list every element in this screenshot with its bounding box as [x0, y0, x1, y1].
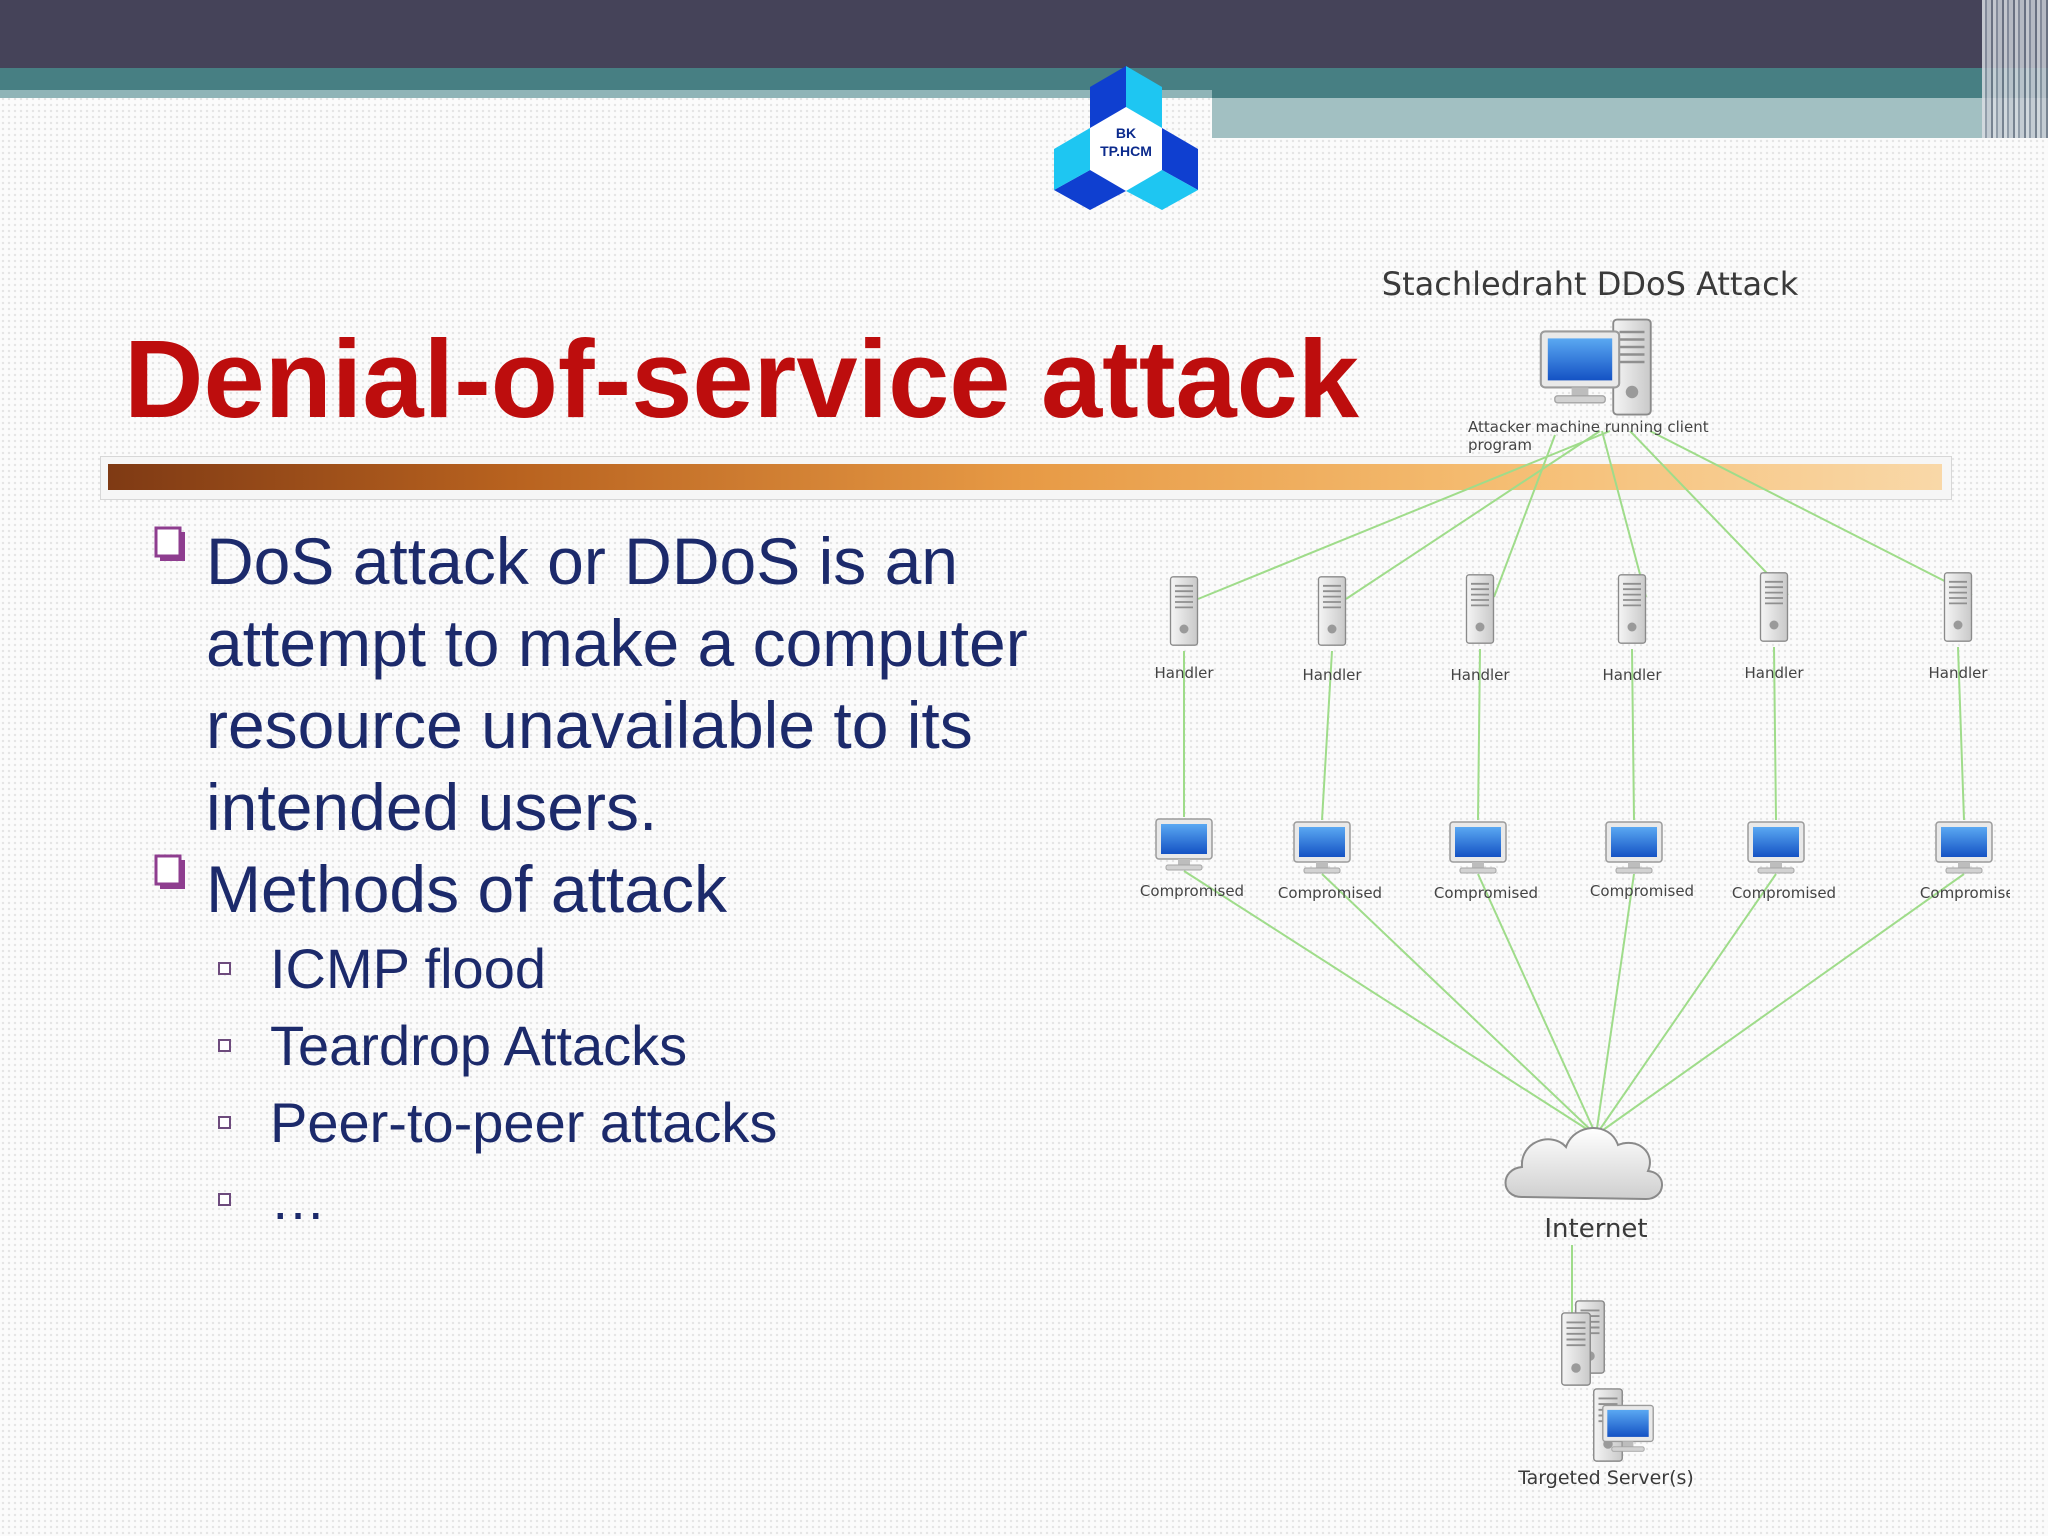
title-underline-bar — [108, 464, 1942, 490]
connection-line — [1601, 430, 1647, 598]
square-bullet-icon — [218, 1039, 231, 1052]
teal-light-strip — [0, 90, 1212, 98]
sub-bullet-text: Peer-to-peer attacks — [270, 1091, 778, 1154]
checkbox-bullet-icon — [154, 854, 185, 889]
connection-line — [1345, 430, 1601, 600]
cloud-icon — [1504, 1127, 1663, 1201]
connection-line — [1629, 430, 1789, 596]
connection-line — [1197, 430, 1611, 600]
bullet-item: DoS attack or DDoS is an attempt to make… — [150, 520, 1090, 848]
connection-line — [1631, 648, 1635, 821]
logo-text: BK TP.HCM — [1064, 124, 1188, 160]
square-bullet-icon — [218, 962, 231, 975]
corner-stripes — [1982, 0, 2048, 138]
handler-label: Handler — [1928, 664, 1988, 682]
compromised-label: Compromised — [1920, 884, 2010, 902]
sub-bullet-text: Teardrop Attacks — [270, 1014, 688, 1077]
header-accent-block — [1212, 98, 2048, 138]
compromised-label: Compromised — [1140, 882, 1244, 900]
attacker-label-line1: Attacker machine running client — [1468, 418, 1709, 436]
connection-line — [1477, 873, 1597, 1136]
connection-lines — [1183, 430, 1973, 1325]
attacker-label-line2: program — [1468, 436, 1532, 454]
handler-label: Handler — [1744, 664, 1804, 682]
compromised-computer-icon — [1605, 821, 1663, 874]
compromised-label: Compromised — [1434, 884, 1538, 902]
sub-bullet-text: … — [270, 1168, 326, 1231]
handler-server-icon — [1169, 575, 1199, 647]
connection-line — [1321, 650, 1333, 821]
handler-label: Handler — [1450, 666, 1510, 684]
compromised-computer-icon — [1747, 821, 1805, 874]
connection-line — [1321, 873, 1597, 1136]
handler-server-icon — [1317, 575, 1347, 647]
handler-label: Handler — [1302, 666, 1362, 684]
handler-label: Handler — [1602, 666, 1662, 684]
internet-label: Internet — [1544, 1214, 1647, 1244]
handler-server-icon — [1465, 573, 1495, 645]
sub-bullet-item: Teardrop Attacks — [150, 1007, 1090, 1084]
connection-line — [1649, 430, 1973, 596]
bullet-text: DoS attack or DDoS is an attempt to make… — [206, 524, 1028, 844]
compromised-label: Compromised — [1732, 884, 1836, 902]
target-label: Targeted Server(s) — [1517, 1467, 1694, 1489]
square-bullet-icon — [218, 1116, 231, 1129]
ddos-diagram: Stachledraht DDoS Attack Attacker machin… — [1140, 265, 2010, 1489]
logo-text-line2: TP.HCM — [1100, 143, 1152, 159]
diagram-title: Stachledraht DDoS Attack — [1382, 265, 1799, 303]
connection-line — [1957, 646, 1965, 821]
connection-line — [1493, 434, 1556, 598]
handler-server-icon — [1759, 571, 1789, 643]
connection-line — [1595, 873, 1965, 1136]
connection-line — [1773, 646, 1777, 821]
bullet-list: DoS attack or DDoS is an attempt to make… — [150, 520, 1090, 1238]
connection-line — [1595, 873, 1777, 1136]
connection-line — [1183, 870, 1597, 1136]
compromised-group: Compromised Compromised Compromised Comprom… — [1140, 818, 2010, 902]
compromised-label: Compromised — [1590, 882, 1694, 900]
connection-line — [1477, 648, 1481, 821]
university-logo — [1054, 66, 1198, 210]
bullet-text: Methods of attack — [206, 852, 727, 926]
attacker-machine-icon — [1539, 318, 1652, 416]
sub-bullet-item: Peer-to-peer attacks — [150, 1084, 1090, 1161]
compromised-label: Compromised — [1278, 884, 1382, 902]
checkbox-bullet-icon — [154, 526, 185, 561]
compromised-computer-icon — [1293, 821, 1351, 874]
sub-bullet-item: … — [150, 1161, 1090, 1238]
connection-line — [1595, 873, 1635, 1136]
handler-server-icon — [1943, 571, 1973, 643]
sub-bullet-item: ICMP flood — [150, 930, 1090, 1007]
bullet-item: Methods of attack — [150, 848, 1090, 930]
slide-title: Denial-of-service attack — [124, 318, 1359, 441]
compromised-computer-icon — [1155, 818, 1213, 871]
handler-server-icon — [1617, 573, 1647, 645]
compromised-computer-icon — [1935, 821, 1993, 874]
top-bar — [0, 0, 2048, 68]
logo-text-line1: BK — [1115, 125, 1137, 141]
targeted-servers-icon — [1560, 1299, 1654, 1463]
square-bullet-icon — [218, 1193, 231, 1206]
handler-group: Handler Handler Handler Handler Handler Handl… — [1154, 571, 1988, 684]
handler-label: Handler — [1154, 664, 1214, 682]
sub-bullet-text: ICMP flood — [270, 937, 546, 1000]
compromised-computer-icon — [1449, 821, 1507, 874]
